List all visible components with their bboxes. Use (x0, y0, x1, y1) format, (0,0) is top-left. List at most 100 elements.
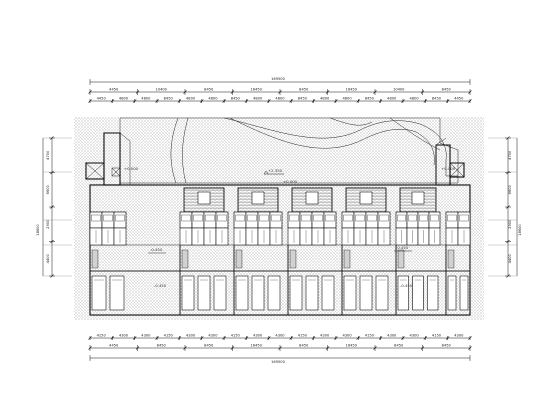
garage-bay (109, 275, 125, 311)
dim-label: 4450 (454, 97, 464, 101)
unit-room (299, 211, 313, 229)
dim-slash (88, 336, 92, 340)
dim-label: 8450 (432, 97, 442, 101)
unit-room (287, 211, 301, 229)
dim-label: 8450 (365, 97, 375, 101)
dim-label: 10400 (393, 88, 405, 92)
dim-label: 4300 (119, 334, 129, 338)
unit-room (323, 211, 337, 229)
elevation-stair-left: +0.000 (124, 166, 139, 171)
dim-slash (135, 90, 140, 94)
unit-court-core (359, 191, 373, 205)
garage-bay (267, 275, 281, 311)
unit-fixture (259, 214, 269, 222)
dim-label: 4700 (46, 150, 50, 160)
dim-slash (267, 336, 271, 340)
dim-slash (373, 346, 377, 350)
dim-slash (445, 336, 450, 340)
dim-label: 4800 (387, 97, 397, 101)
dim-label: 4150 (97, 334, 107, 338)
garage-bay (459, 275, 469, 311)
unit-fixture (301, 214, 311, 222)
dim-label: 2900 (508, 219, 512, 229)
garage-bay (289, 275, 303, 311)
garage-bay (235, 275, 249, 311)
dim-label: 8450 (204, 344, 214, 348)
unit-fixture (343, 214, 353, 222)
dim-slash (50, 170, 54, 175)
dim-label: 8450 (298, 97, 308, 101)
elevation-marks: +2.350 ±0.000 +0.000 +0.000 -0.450 -0.45… (124, 166, 456, 288)
dim-label: 4800 (208, 97, 218, 101)
dim-slash (267, 99, 271, 103)
unit-fixture (91, 214, 101, 222)
dim-slash (311, 99, 316, 103)
dim-slash (334, 99, 338, 103)
dim-slash (132, 99, 137, 103)
unit-module (341, 187, 391, 315)
dim-label: 4800 (119, 97, 129, 101)
unit-modules (89, 187, 471, 315)
dim-label: 8450 (299, 88, 309, 92)
dim-slash (183, 346, 187, 350)
dim-label: 4150 (231, 334, 241, 338)
unit-room (257, 211, 271, 229)
unit-module (395, 187, 441, 315)
garage-bay (305, 275, 319, 311)
dim-label: 16450 (346, 88, 358, 92)
dim-label: 4400 (508, 253, 512, 263)
garage-bay (197, 275, 211, 311)
garage-bay (447, 275, 457, 311)
dim-slash (311, 336, 316, 340)
dim-label: 16450 (346, 344, 358, 348)
unit-room (353, 211, 367, 229)
dim-label: 4450 (97, 97, 107, 101)
dim-slash (423, 336, 428, 340)
dim-slash (200, 336, 204, 340)
unit-module (179, 187, 229, 315)
unit-fixture (408, 214, 417, 222)
elevation-road-mid: ±0.000 (283, 179, 298, 184)
dim-slash (200, 99, 204, 103)
unit-room (341, 211, 355, 229)
dim-label: 4800 (141, 97, 151, 101)
dim-label: 6600 (508, 184, 512, 194)
dim-slash (420, 90, 425, 94)
dim-slash (244, 99, 249, 103)
unit-fixture (430, 214, 439, 222)
dim-label: 4150 (298, 334, 308, 338)
unit-room (311, 211, 325, 229)
dim-label: 8450 (231, 97, 241, 101)
unit-fixture (289, 214, 299, 222)
dim-slash (325, 90, 330, 94)
unit-module (89, 211, 127, 315)
dim-slash (88, 90, 92, 94)
dim-label: 4300 (387, 334, 397, 338)
elevation-road-top: +2.350 (268, 168, 283, 173)
unit-stair (397, 249, 405, 269)
unit-stair (181, 249, 189, 269)
dim-slash (334, 336, 338, 340)
unit-stair (91, 249, 99, 269)
dim-slash (468, 346, 472, 350)
dim-slash (468, 99, 472, 103)
unit-fixture (205, 214, 215, 222)
dim-label: 4450 (109, 88, 119, 92)
dim-label: 4300 (342, 334, 352, 338)
dim-slash (401, 336, 405, 340)
dim-slash (183, 90, 187, 94)
dim-slash (155, 336, 159, 340)
unit-stair (289, 249, 297, 269)
garage-bay (427, 275, 439, 311)
unit-fixture (355, 214, 365, 222)
dim-slash (325, 346, 330, 350)
dim-slash (420, 346, 425, 350)
dim-slash (230, 90, 235, 94)
unit-court-core (197, 191, 211, 205)
unit-fixture (367, 214, 377, 222)
unit-room (457, 211, 471, 229)
garage-bay (343, 275, 357, 311)
